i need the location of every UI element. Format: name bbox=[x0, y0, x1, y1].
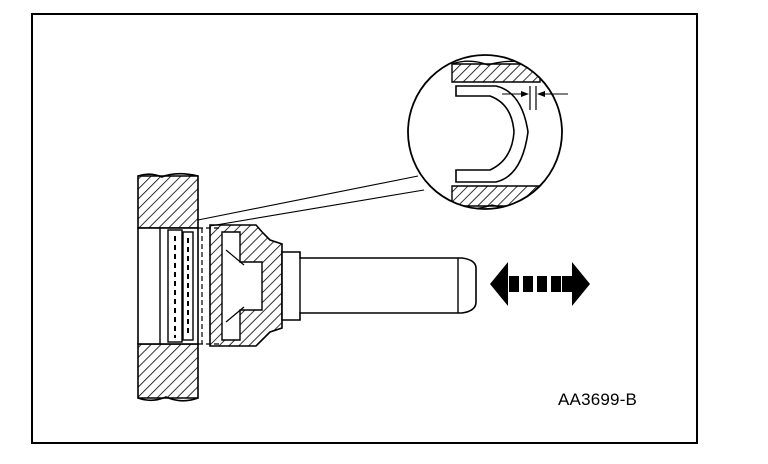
figure-frame bbox=[31, 13, 698, 444]
slip-yoke bbox=[209, 224, 283, 347]
detail-leader-lines bbox=[197, 175, 425, 227]
detail-magnified-view bbox=[407, 54, 568, 210]
bearing-rollers bbox=[167, 229, 194, 343]
double-arrow-icon bbox=[490, 262, 590, 306]
figure-reference-code: AA3699-B bbox=[558, 390, 638, 409]
output-shaft bbox=[281, 251, 477, 321]
